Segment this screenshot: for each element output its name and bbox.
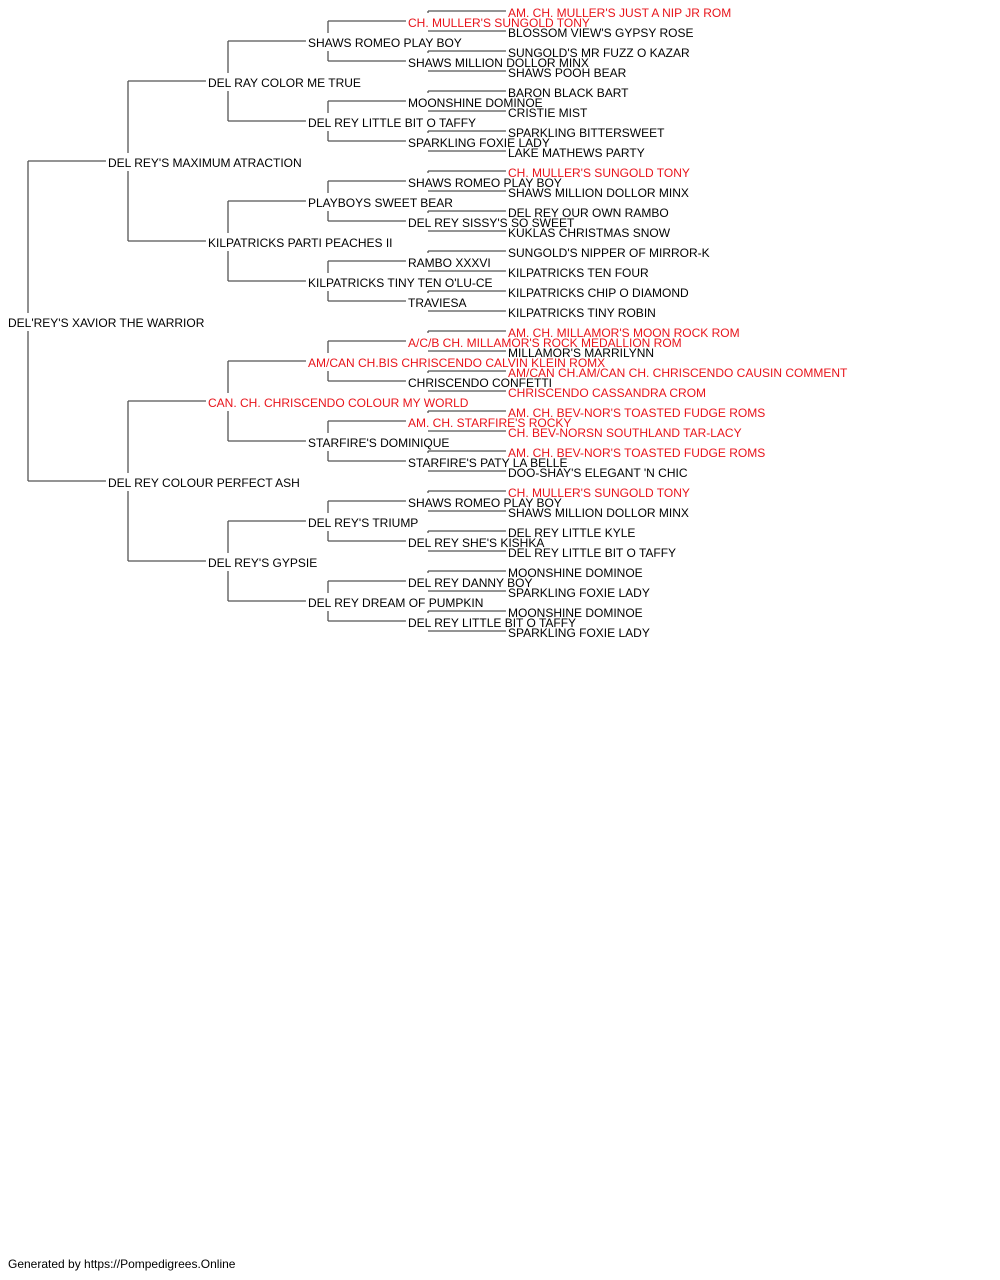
pedigree-name-dam.sire.dam.sire.dam: CH. BEV-NORSN SOUTHLAND TAR-LACY [508,426,742,440]
pedigree-name-dam.dam.dam.dam: DEL REY LITTLE BIT O TAFFY [408,616,576,630]
pedigree-name-dam.sire.sire.sire.dam: MILLAMOR'S MARRILYNN [508,346,654,360]
pedigree-name-sire.sire.sire: SHAWS ROMEO PLAY BOY [308,36,462,50]
pedigree-name-sire.dam.sire.dam: DEL REY SISSY'S SO SWEET [408,216,575,230]
pedigree-name-dam.sire.sire.sire: A/C/B CH. MILLAMOR'S ROCK MEDALLION ROM [408,336,682,350]
pedigree-name-sire.sire.dam.dam.sire: SPARKLING BITTERSWEET [508,126,665,140]
pedigree-name-sire.sire: DEL RAY COLOR ME TRUE [208,76,361,90]
pedigree-name-dam.dam.dam.sire.dam: SPARKLING FOXIE LADY [508,586,650,600]
pedigree-name-sire.sire.dam.sire.sire: BARON BLACK BART [508,86,629,100]
pedigree-name-dam.sire.dam: STARFIRE'S DOMINIQUE [308,436,449,450]
pedigree-name-dam.sire.dam.sire.sire: AM. CH. BEV-NOR'S TOASTED FUDGE ROMS [508,406,765,420]
pedigree-name-dam.dam.sire.dam.dam: DEL REY LITTLE BIT O TAFFY [508,546,676,560]
pedigree-name-sire.sire.sire.dam.dam: SHAWS POOH BEAR [508,66,627,80]
pedigree-name-sire.dam.dam.sire.sire: SUNGOLD'S NIPPER OF MIRROR-K [508,246,710,260]
pedigree-name-sire.sire.sire.dam.sire: SUNGOLD'S MR FUZZ O KAZAR [508,46,690,60]
pedigree-name-dam.dam.sire.sire: SHAWS ROMEO PLAY BOY [408,496,562,510]
footer-credit: Generated by https://Pompedigrees.Online [8,1257,236,1271]
pedigree-name-sire.sire.dam.dam.dam: LAKE MATHEWS PARTY [508,146,645,160]
pedigree-name-dam.dam.dam.dam.sire: MOONSHINE DOMINOE [508,606,643,620]
pedigree-name-dam.dam.sire.dam.sire: DEL REY LITTLE KYLE [508,526,635,540]
pedigree-name-dam.dam.dam.sire.sire: MOONSHINE DOMINOE [508,566,643,580]
pedigree-name-dam.dam.sire.sire.dam: SHAWS MILLION DOLLOR MINX [508,506,689,520]
pedigree-name-sire.sire.dam.sire: MOONSHINE DOMINOE [408,96,543,110]
pedigree-name-dam.dam.dam.dam.dam: SPARKLING FOXIE LADY [508,626,650,640]
pedigree-name-sire.dam.dam: KILPATRICKS TINY TEN O'LU-CE [308,276,493,290]
pedigree-name-sire: DEL REY'S MAXIMUM ATRACTION [108,156,302,170]
pedigree-name-sire.sire.sire.sire.dam: BLOSSOM VIEW'S GYPSY ROSE [508,26,693,40]
pedigree-name-dam.sire.dam.sire: AM. CH. STARFIRE'S ROCKY [408,416,571,430]
pedigree-name-dam.sire.sire.dam.sire: AM/CAN CH.AM/CAN CH. CHRISCENDO CAUSIN C… [508,366,848,380]
pedigree-name-dam.dam.sire: DEL REY'S TRIUMP [308,516,418,530]
pedigree-name-dam.sire: CAN. CH. CHRISCENDO COLOUR MY WORLD [208,396,469,410]
pedigree-name-sire.dam.dam.dam: TRAVIESA [408,296,466,310]
pedigree-name-dam.dam.sire.dam: DEL REY SHE'S KISHKA [408,536,544,550]
pedigree-name-sire.sire.dam.sire.dam: CRISTIE MIST [508,106,588,120]
pedigree-name-sire.dam.sire.sire.dam: SHAWS MILLION DOLLOR MINX [508,186,689,200]
pedigree-name-dam.dam.dam: DEL REY DREAM OF PUMPKIN [308,596,483,610]
pedigree-name-sire.dam.sire: PLAYBOYS SWEET BEAR [308,196,453,210]
pedigree-name-sire.dam.sire.dam.sire: DEL REY OUR OWN RAMBO [508,206,669,220]
pedigree-name-dam.sire.sire: AM/CAN CH.BIS CHRISCENDO CALVIN KLEIN RO… [308,356,605,370]
pedigree-name-sire.dam: KILPATRICKS PARTI PEACHES II [208,236,393,250]
pedigree-name-sire.sire.sire.dam: SHAWS MILLION DOLLOR MINX [408,56,589,70]
pedigree-name-dam.dam.sire.sire.sire: CH. MULLER'S SUNGOLD TONY [508,486,690,500]
pedigree-name-dam.sire.sire.sire.sire: AM. CH. MILLAMOR'S MOON ROCK ROM [508,326,740,340]
pedigree-name-sire.sire.dam.dam: SPARKLING FOXIE LADY [408,136,550,150]
pedigree-name-sire.sire.sire.sire.sire: AM. CH. MULLER'S JUST A NIP JR ROM [508,6,731,20]
pedigree-name-dam.sire.sire.dam.dam: CHRISCENDO CASSANDRA CROM [508,386,706,400]
pedigree-name-dam.sire.dam.dam.dam: DOO-SHAY'S ELEGANT 'N CHIC [508,466,688,480]
pedigree-name-dam.dam: DEL REY'S GYPSIE [208,556,317,570]
pedigree-name-sire.dam.dam.sire.dam: KILPATRICKS TEN FOUR [508,266,649,280]
pedigree-name-dam.sire.sire.dam: CHRISCENDO CONFETTI [408,376,552,390]
pedigree-name-sire.dam.dam.dam.dam: KILPATRICKS TINY ROBIN [508,306,656,320]
pedigree-name-sire.sire.sire.sire: CH. MULLER'S SUNGOLD TONY [408,16,590,30]
pedigree-name-sire.dam.sire.sire.sire: CH. MULLER'S SUNGOLD TONY [508,166,690,180]
pedigree-name-subject: DEL'REY'S XAVIOR THE WARRIOR [8,316,205,330]
pedigree-name-dam: DEL REY COLOUR PERFECT ASH [108,476,300,490]
pedigree-name-sire.dam.dam.dam.sire: KILPATRICKS CHIP O DIAMOND [508,286,689,300]
pedigree-name-dam.dam.dam.sire: DEL REY DANNY BOY [408,576,533,590]
pedigree-name-sire.sire.dam: DEL REY LITTLE BIT O TAFFY [308,116,476,130]
pedigree-name-dam.sire.dam.dam.sire: AM. CH. BEV-NOR'S TOASTED FUDGE ROMS [508,446,765,460]
pedigree-name-sire.dam.sire.sire: SHAWS ROMEO PLAY BOY [408,176,562,190]
pedigree-name-sire.dam.sire.dam.dam: KUKLAS CHRISTMAS SNOW [508,226,671,240]
pedigree-name-sire.dam.dam.sire: RAMBO XXXVI [408,256,491,270]
pedigree-name-dam.sire.dam.dam: STARFIRE'S PATY LA BELLE [408,456,567,470]
